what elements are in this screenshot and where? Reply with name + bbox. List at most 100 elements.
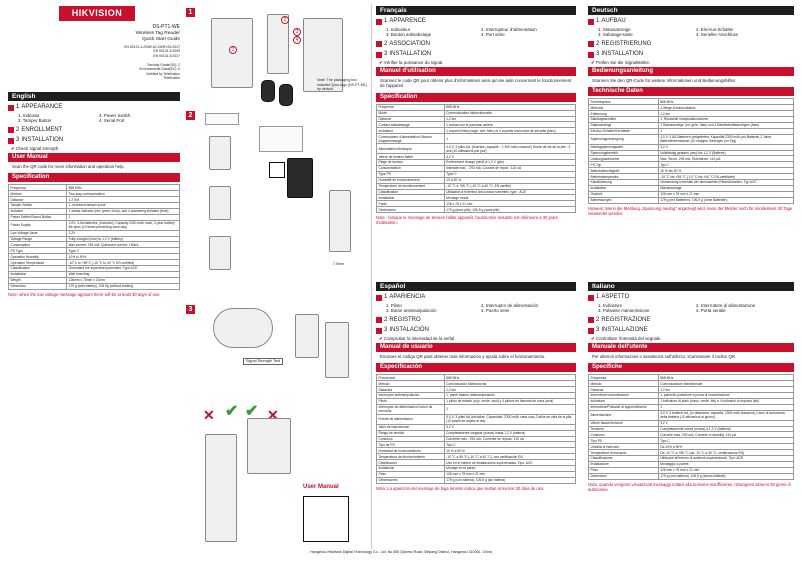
user-manual-label: User Manual (303, 484, 339, 490)
spec-value: 1 (443, 133, 577, 145)
spec-value: 179 g (avec pile), 106,5 g (sans pile) (443, 206, 577, 214)
user-manual-heading: Manuale dell'utente (588, 343, 794, 352)
callout: 1 (229, 46, 237, 54)
spec-key: Dimensiones (376, 476, 445, 484)
user-manual-heading: Manual de usuario (376, 343, 576, 352)
item: 3. Sabotage-taste (598, 32, 633, 37)
callout: 3 (293, 28, 301, 36)
device-placement (205, 434, 237, 542)
spec-key: Power Supply (7, 219, 68, 231)
spec-value: Typ C (657, 161, 795, 169)
device-mount (329, 190, 351, 252)
callout: 4 (293, 36, 301, 44)
item: 4. Puerto serie (481, 308, 510, 313)
device-installed (213, 308, 273, 348)
spec-row: Betriebstemperatur-10 °C bis +55 °C (-10… (588, 173, 795, 181)
checkmark-icon: ✔ (379, 59, 383, 65)
item: 2. Ein/Aus-Schalter (696, 26, 734, 32)
spec-value: Verwendung innerhalb der überwachten Räu… (657, 179, 795, 186)
spec-value: 3,0 V, 3 AA-Batterien (mitgeliefert, Kap… (657, 133, 795, 145)
user-manual-heading: User Manual (8, 153, 180, 162)
certified-by: Certified by Telefication (145, 71, 180, 76)
phone-screen (259, 126, 303, 152)
spec-key: Commutateur d'alimentation/ Bouton d'app… (376, 133, 445, 145)
appearance-items: 1. Statusanzeige 2. Ein/Aus-Schalter 3. … (588, 27, 794, 38)
step-number: 2 (186, 111, 195, 120)
item: 2. Interruptor de alimentación (481, 302, 539, 308)
spec-value: 3,2 V (443, 153, 577, 161)
spec-key: Dimensions (376, 206, 445, 214)
user-manual-heading: Bedienungsanleitung (588, 67, 794, 76)
number-icon (376, 18, 382, 25)
distance-label: 7.5mm (333, 262, 344, 266)
number-icon (376, 294, 382, 301)
manual-text: Scan the QR code for more information an… (12, 164, 125, 169)
item: 2. Interrupteur d'alimentation (481, 26, 537, 32)
security-grade: Security Grade(SG): 2 (147, 63, 180, 67)
number-icon (588, 294, 594, 301)
item: 4. Serial Port (99, 118, 125, 123)
language-bar: Français (376, 6, 576, 15)
device-enroll (209, 186, 231, 220)
item: 3. Tamper Button (18, 118, 52, 123)
spec-key: Distance (7, 196, 68, 204)
spec-value: 868 MHz (66, 184, 180, 192)
spec-value: Utilisation à l'intérieur des locaux sur… (443, 188, 577, 196)
spec-value: Two-way communication (66, 190, 180, 198)
spec-key: Interruptor de alimentación/ botón de me… (376, 403, 445, 415)
spec-key: Consumption (7, 241, 68, 249)
language-bar: Español (376, 282, 576, 291)
checkmark-icon: ✔ (591, 59, 595, 65)
standards-list: EN 50131-1:2006+A1:2009+A2:2017 EN 50131… (62, 45, 180, 58)
callout: 2 (281, 16, 289, 24)
spec-row: Commutateur d'alimentation/ Bouton d'app… (376, 133, 577, 145)
spec-value: 10 à 90 % (443, 176, 577, 184)
language-bar: English (8, 92, 180, 101)
standard: EN 50131-3:2009 (153, 49, 180, 54)
checkmark-icon: ✔ (11, 145, 15, 151)
spec-value: 126 mm x 75 mm x 21 mm (657, 190, 795, 198)
low-voltage-note: Nota: La aparición del mensaje de baja t… (376, 485, 545, 491)
spec-value: -10 °C à +55 °C (-10 °C à 40 °C, EN cert… (443, 182, 577, 190)
spec-key: PS Type (7, 247, 68, 255)
item: 4. Port série (481, 32, 505, 37)
spec-heading: Specifiche (588, 363, 794, 373)
number-icon (588, 41, 594, 48)
number-icon (376, 51, 382, 58)
user-manual-heading: Manuel d'utilisation (376, 67, 576, 76)
phone (287, 158, 313, 198)
device-enroll (209, 236, 231, 270)
spec-value: 179 g (mit Batterien), 106,5 g (ohne Bat… (657, 196, 795, 204)
spec-heading: Especificación (376, 363, 576, 373)
figures-column: 1 1 2 3 4 Note: The packaging box includ… (183, 6, 369, 546)
item: 1. Indicator (18, 112, 40, 118)
appearance-items: 1. Piloto 2. Interruptor de alimentación… (376, 303, 576, 314)
checkmark-icon: ✔ (245, 403, 259, 420)
tag-keyfob (261, 80, 275, 102)
